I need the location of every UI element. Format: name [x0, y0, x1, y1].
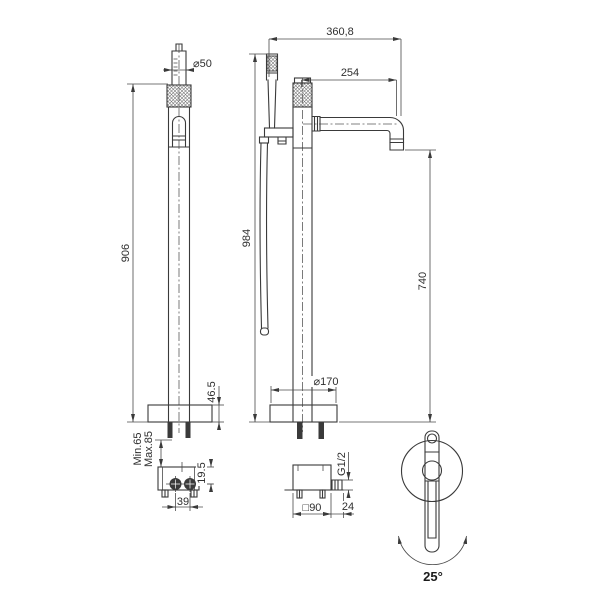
svg-text:Max.85: Max.85 — [143, 431, 155, 467]
front-view — [147, 43, 213, 438]
side-stud-right — [318, 422, 324, 439]
handshower-holder — [263, 127, 294, 138]
dim-base-diameter: ⌀170 — [270, 376, 343, 403]
dim-base-height: 46.5 — [206, 381, 224, 430]
holder-tab — [277, 136, 287, 145]
shower-hose — [259, 142, 269, 329]
front-view-dimensions: ⌀50 906 46.5 Min.65 Max.85 — [120, 58, 224, 467]
svg-text:740: 740 — [417, 272, 429, 290]
top-swivel-view: 25° — [397, 430, 468, 584]
dim-total-depth: 360,8 — [268, 26, 402, 116]
dim-stud-offset: 19.5 — [196, 459, 214, 492]
top-hub-circle — [421, 460, 443, 481]
svg-text:Min.65: Min.65 — [132, 432, 144, 465]
handshower-grip-lines — [173, 58, 178, 76]
svg-text:24: 24 — [342, 501, 354, 513]
spout-joint — [311, 115, 321, 132]
side-base-plate — [269, 404, 338, 423]
side-column — [292, 106, 313, 406]
svg-text:254: 254 — [341, 67, 359, 79]
wand-body — [267, 79, 277, 129]
side-stud-left — [297, 422, 303, 439]
svg-text:19.5: 19.5 — [196, 462, 208, 483]
hose-end — [259, 327, 270, 336]
side-view-dimensions: 360,8 254 984 740 ⌀170 — [241, 26, 436, 423]
front-base-inner-lines — [167, 404, 191, 423]
anchor-feet — [161, 489, 198, 498]
svg-text:984: 984 — [241, 229, 253, 247]
hose-nut — [258, 136, 270, 144]
side-knurled-handle — [292, 82, 313, 108]
side-view — [258, 53, 405, 439]
front-base-plate — [147, 404, 213, 423]
svg-text:G1/2: G1/2 — [336, 452, 348, 476]
top-base-circle — [400, 439, 464, 503]
swivel-angle-annotation: 25° — [397, 535, 468, 584]
dim-handshower-diameter: ⌀50 — [163, 58, 212, 72]
side-base-inner-lines — [292, 404, 313, 423]
wand-knurl — [266, 55, 278, 72]
top-spout-bar — [424, 430, 440, 553]
front-stud-right — [185, 422, 191, 438]
top-spout-details — [424, 451, 440, 539]
dim-total-height: 984 — [241, 53, 270, 423]
dim-stud-length: Min.65 Max.85 — [132, 431, 172, 467]
dim-front-height: 906 — [120, 83, 168, 423]
fixing-box — [292, 464, 332, 491]
anchor-bottom-view: 39 19.5 — [157, 459, 214, 511]
floor-fixing-view: G1/2 □90 24 — [284, 452, 355, 518]
dim-thread: G1/2 — [336, 452, 353, 498]
svg-text:□90: □90 — [303, 502, 322, 514]
front-holder-arch — [171, 115, 187, 148]
top-small-circle — [426, 433, 438, 444]
svg-text:360,8: 360,8 — [326, 26, 354, 38]
fixing-connector — [331, 479, 343, 491]
front-stud-left — [167, 422, 173, 438]
dim-stud-spacing: 39 — [162, 493, 203, 511]
dim-spout-reach: 254 — [301, 67, 397, 116]
dim-spout-height: 740 — [339, 149, 436, 423]
svg-text:906: 906 — [120, 244, 132, 262]
svg-text:⌀170: ⌀170 — [314, 376, 339, 388]
svg-text:39: 39 — [177, 496, 189, 508]
front-knurled-handle — [166, 84, 192, 108]
spout-tube — [319, 116, 405, 151]
svg-text:⌀50: ⌀50 — [193, 58, 212, 70]
svg-text:25°: 25° — [423, 569, 443, 584]
svg-text:46.5: 46.5 — [206, 381, 218, 402]
fixing-tabs — [296, 489, 326, 499]
handshower-wand-head — [265, 53, 279, 81]
spout-outlet-rings — [389, 138, 405, 144]
dim-side-offset: 24 — [323, 493, 355, 518]
handshower-top-stub — [175, 43, 183, 52]
